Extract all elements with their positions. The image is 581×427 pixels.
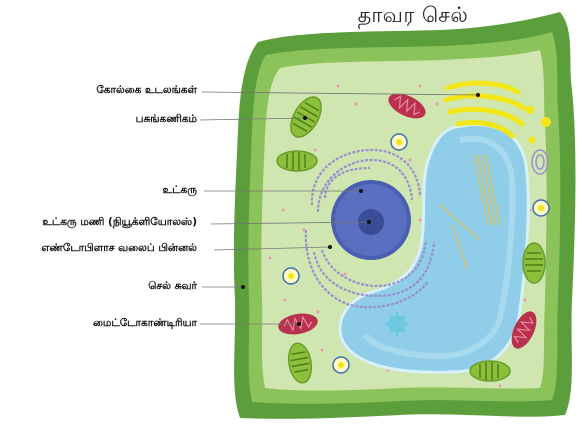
label-cell-wall: செல் சுவர் bbox=[148, 280, 197, 293]
label-golgi: கோல்கை உடலங்கள் bbox=[96, 84, 197, 97]
label-nucleus: உட்கரு bbox=[163, 184, 197, 197]
label-er: எண்டோபிளாச வலைப் பின்னல் bbox=[41, 242, 197, 255]
label-nucleolus: உட்கரு மணி (நியூக்ளியோலஸ்) bbox=[42, 216, 197, 229]
chloroplast-2 bbox=[277, 151, 317, 171]
label-chloroplast: பசுங்கணிகம் bbox=[136, 113, 197, 126]
chloroplast-5 bbox=[470, 361, 510, 381]
chloroplast-3 bbox=[523, 243, 545, 283]
label-mitochondria: மைட்டோகாண்டிரியா bbox=[93, 317, 197, 330]
